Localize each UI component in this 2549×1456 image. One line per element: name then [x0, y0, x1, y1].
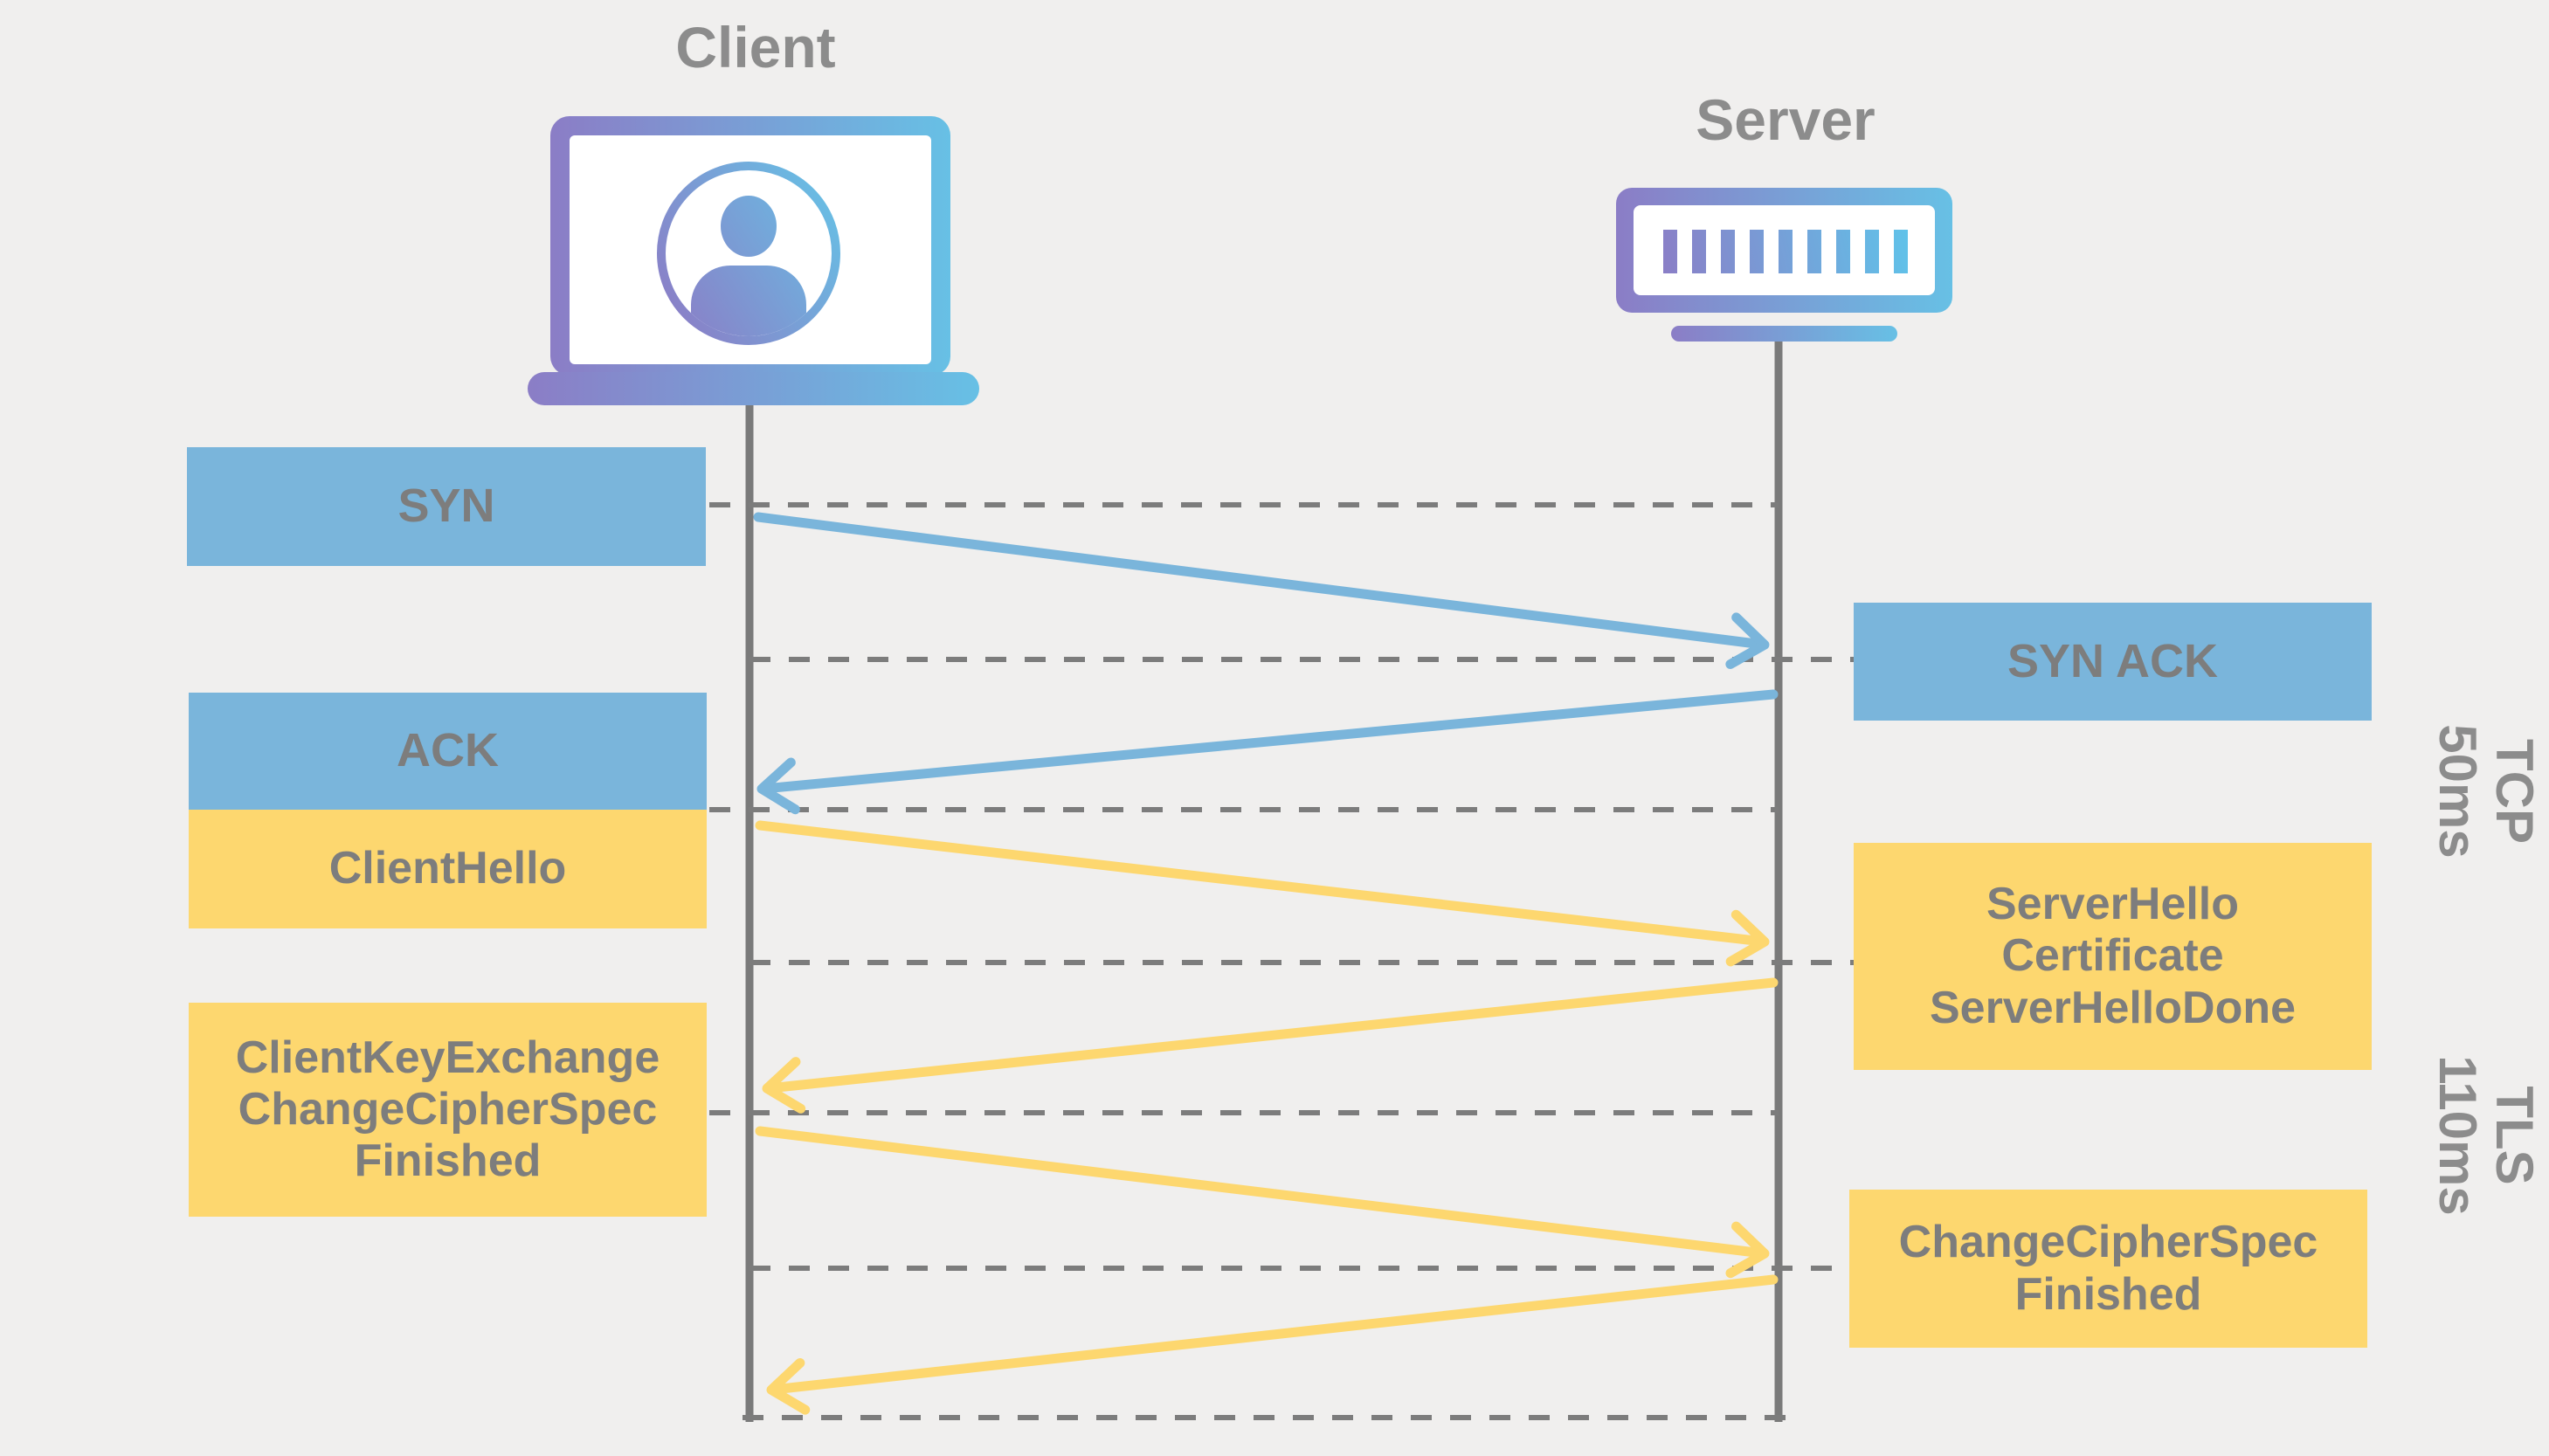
- syn-ack-arrow: [756, 689, 1779, 815]
- message-box-syn-ack: SYN ACK: [1854, 603, 2372, 721]
- server-hello-arrow: [762, 977, 1779, 1114]
- message-box-change-cipher-spec: ChangeCipherSpec Finished: [1849, 1190, 2367, 1348]
- message-label: ClientKeyExchange: [235, 1032, 660, 1083]
- message-label: SYN ACK: [2007, 634, 2219, 687]
- phase-label-tls: TLS 110ms: [2428, 1055, 2544, 1216]
- client-title: Client: [581, 14, 930, 80]
- laptop-user-icon: [528, 116, 979, 405]
- message-box-client-hello: ClientHello: [189, 810, 707, 928]
- message-box-syn: SYN: [187, 447, 706, 566]
- message-label: Certificate: [2001, 930, 2224, 982]
- message-box-ack: ACK: [189, 693, 707, 810]
- message-label: ServerHello: [1986, 879, 2240, 930]
- message-label: Finished: [2014, 1268, 2202, 1320]
- message-label: Finished: [354, 1135, 542, 1187]
- time-marker-lines: [709, 502, 1854, 1420]
- client-key-exchange-arrow: [755, 1126, 1770, 1279]
- phase-label-tcp: TCP 50ms: [2428, 724, 2544, 859]
- phase-name: TCP: [2484, 739, 2544, 844]
- message-label: ChangeCipherSpec: [1898, 1217, 2318, 1268]
- client-hello-arrow: [755, 820, 1770, 967]
- message-box-server-hello: ServerHello Certificate ServerHelloDone: [1854, 843, 2372, 1070]
- phase-duration: 110ms: [2428, 1055, 2487, 1216]
- message-label: ACK: [397, 724, 499, 777]
- phase-name: TLS: [2484, 1086, 2544, 1185]
- message-label: SYN: [397, 480, 495, 533]
- syn-arrow: [753, 512, 1770, 670]
- message-box-client-key-exchange: ClientKeyExchange ChangeCipherSpec Finis…: [189, 1003, 707, 1217]
- message-label: ChangeCipherSpec: [238, 1083, 658, 1135]
- phase-duration: 50ms: [2428, 724, 2487, 859]
- change-cipher-spec-arrow: [766, 1274, 1779, 1415]
- server-title-text: Server: [1696, 87, 1875, 152]
- message-label: ClientHello: [328, 843, 567, 894]
- server-title: Server: [1611, 86, 1960, 153]
- message-label: ServerHelloDone: [1929, 982, 2297, 1033]
- server-icon: [1616, 188, 1952, 342]
- client-title-text: Client: [675, 15, 836, 79]
